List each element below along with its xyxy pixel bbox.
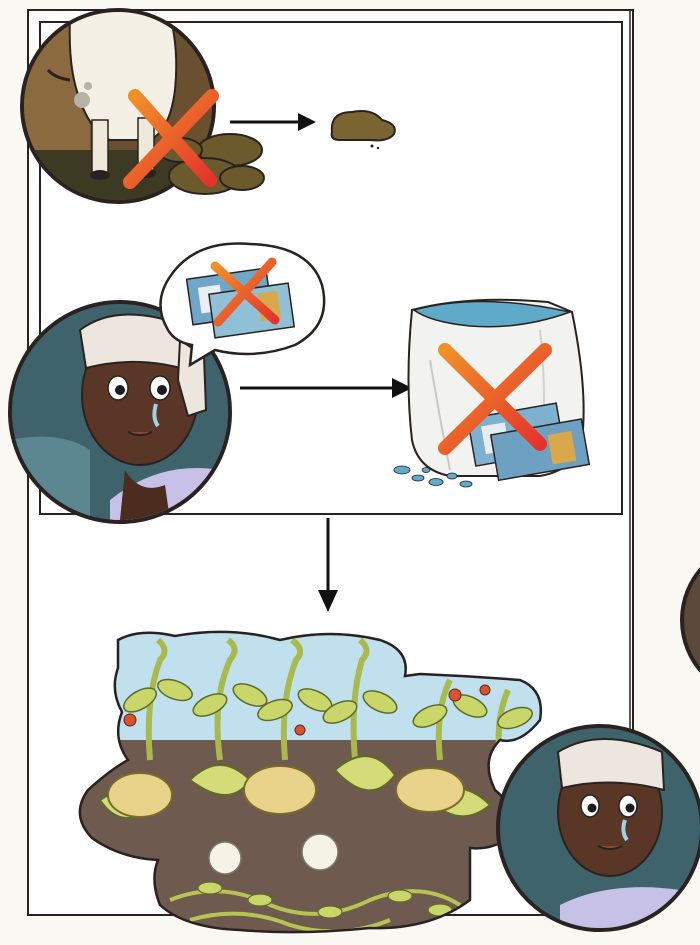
partial-portrait-edge <box>682 542 700 698</box>
fertilizer-bag-icon <box>394 300 589 487</box>
